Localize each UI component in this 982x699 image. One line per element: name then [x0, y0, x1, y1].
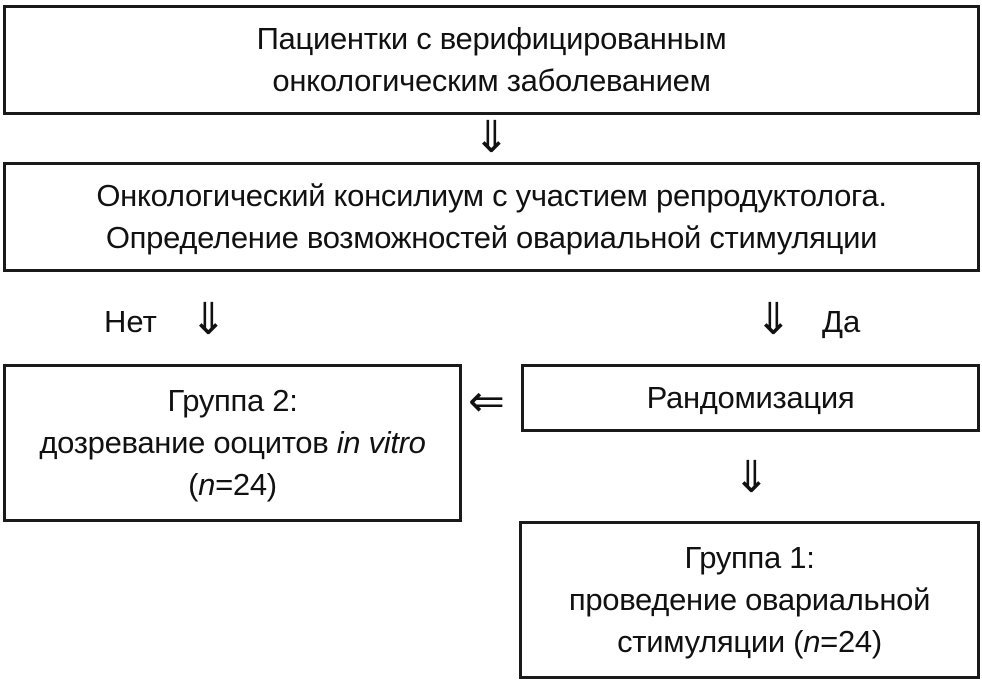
label-yes: Да	[822, 304, 861, 339]
arrow-down-group1-icon: ⇓	[733, 452, 770, 503]
group-2-count: (n=24)	[188, 467, 277, 502]
arrow-down-no-icon: ⇓	[190, 294, 227, 345]
arrow-down-yes-icon: ⇓	[755, 294, 792, 345]
box-council-line2: Определение возможностей овариальной сти…	[105, 220, 878, 255]
box-council-line1: Онкологический консилиум с участием репр…	[96, 178, 887, 213]
arrow-left-icon: ⇐	[468, 376, 505, 427]
label-no: Нет	[104, 304, 157, 339]
group-2-description: дозревание ооцитов in vitro	[39, 425, 426, 460]
group-1-count: стимуляции (n=24)	[617, 624, 882, 659]
box-patients-line2: онкологическим заболеванием	[272, 63, 711, 98]
box-council: Онкологический консилиум с участием репр…	[3, 162, 980, 272]
group-1-title: Группа 1:	[684, 540, 815, 575]
box-patients: Пациентки с верифицированным онкологичес…	[3, 5, 980, 115]
box-group-2: Группа 2: дозревание ооцитов in vitro (n…	[3, 364, 462, 522]
group-2-title: Группа 2:	[167, 383, 298, 418]
box-patients-line1: Пациентки с верифицированным	[256, 21, 727, 56]
group-1-description: проведение овариальной	[568, 582, 931, 617]
randomization-label: Рандомизация	[646, 380, 855, 415]
box-randomization: Рандомизация	[521, 364, 980, 432]
arrow-down-icon: ⇓	[473, 112, 510, 163]
box-group-1: Группа 1: проведение овариальной стимуля…	[519, 521, 980, 679]
